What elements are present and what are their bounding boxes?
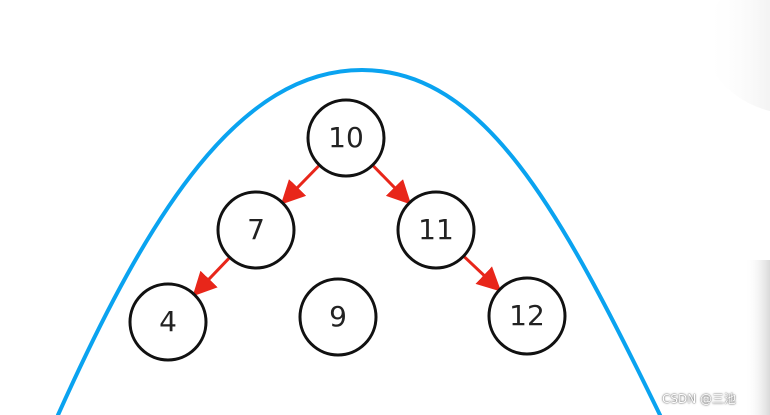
node-circle [396,190,476,270]
right-edge-shadow-lower [745,260,770,415]
tree-nodes: 10 7 11 4 9 12 [128,98,567,362]
node-label: 12 [509,299,545,332]
tree-node-7: 7 [216,190,296,270]
watermark: CSDN @三池 [662,392,737,406]
node-circle [487,276,567,356]
tree-node-11: 11 [396,190,476,270]
tree-node-12: 12 [487,276,567,356]
node-label: 9 [329,300,347,333]
bell-curve [56,67,662,415]
tree-node-4: 4 [128,282,208,362]
node-circle [128,282,208,362]
node-label: 7 [247,213,265,246]
node-label: 10 [328,121,364,154]
tree-edges [192,164,502,297]
edge-n7-n4 [192,257,231,297]
edge-n10-n11 [372,164,412,205]
node-circle [298,277,378,357]
right-edge-shadow [705,0,770,112]
node-label: 11 [418,213,454,246]
tree-node-10: 10 [306,98,386,178]
node-label: 4 [159,305,177,338]
node-circle [216,190,296,270]
node-circle [306,98,386,178]
tree-node-9: 9 [298,277,378,357]
edge-n10-n7 [280,164,320,205]
edge-n11-n12 [463,255,502,292]
